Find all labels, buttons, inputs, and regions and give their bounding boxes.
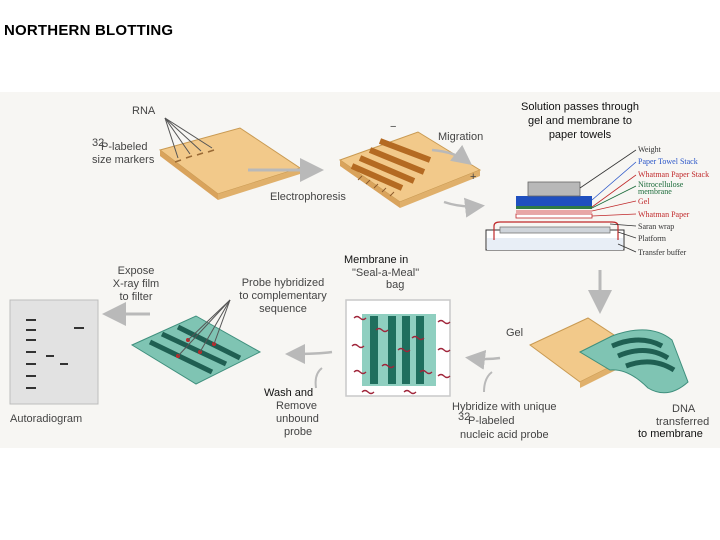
probe-pointer-lines (177, 299, 231, 357)
arrow-to-probed-membrane (285, 343, 333, 364)
probe-label-3: sequence (259, 303, 307, 315)
legend-whatman-stack: Whatman Paper Stack (638, 170, 709, 179)
arrow-to-transfer (443, 197, 485, 218)
legend-whatman-paper: Whatman Paper (638, 210, 690, 219)
rna-pointer-lines (164, 117, 213, 159)
migration-label: Migration (438, 131, 483, 143)
legend-leader-lines (579, 149, 637, 253)
hybridize-p32: 32 (458, 411, 470, 423)
solution-label-2: gel and membrane to (528, 115, 632, 127)
membrane-label-2: "Seal-a-Meal" (352, 267, 419, 279)
solution-label-1: Solution passes through (521, 101, 639, 113)
gel-with-wells (158, 127, 302, 200)
hybridize-label-2: P-labeled (468, 415, 514, 427)
gel-label: Gel (506, 327, 523, 339)
legend-nitrocellulose: Nitrocellulose (638, 180, 684, 189)
legend-gel: Gel (638, 197, 650, 206)
membrane-label-3: bag (386, 279, 404, 291)
gel-and-membrane (529, 317, 689, 394)
arrow-to-bag (465, 349, 501, 370)
dna-label-2: transferred (656, 416, 709, 428)
wash-label-4: probe (284, 426, 312, 438)
hybridize-curve (483, 371, 493, 393)
legend-paper-towel: Paper Towel Stack (638, 157, 698, 166)
plus-sign: + (470, 171, 476, 183)
expose-label-1: Expose (118, 265, 155, 277)
legend-platform: Platform (638, 234, 667, 243)
legend-transfer-buffer: Transfer buffer (638, 248, 687, 257)
legend-weight: Weight (638, 145, 662, 154)
probe-label-2: to complementary (239, 290, 327, 302)
autoradiogram-film (9, 299, 99, 405)
hybridize-label-3: nucleic acid probe (460, 429, 549, 441)
p32-superscript: 32 (92, 137, 104, 149)
legend-membrane: membrane (638, 187, 672, 196)
size-markers-label-2: size markers (92, 154, 155, 166)
dna-label-3: to membrane (638, 428, 703, 440)
legend-saran-wrap: Saran wrap (638, 222, 674, 231)
wash-label-3: unbound (276, 413, 319, 425)
hybridize-label-1: Hybridize with unique (452, 401, 557, 413)
seal-a-meal-bag (345, 299, 451, 397)
wash-curve (314, 367, 323, 389)
autoradiogram-label: Autoradiogram (10, 413, 82, 425)
electrophoresis-label: Electrophoresis (270, 191, 346, 203)
size-markers-label-1: P-labeled (101, 141, 147, 153)
transfer-legend: Weight Paper Towel Stack Whatman Paper S… (638, 145, 709, 257)
solution-label-3: paper towels (549, 129, 612, 141)
transfer-stack (485, 181, 625, 251)
migration-arrow (431, 144, 472, 166)
page-title: NORTHERN BLOTTING (4, 22, 174, 39)
probed-membrane (130, 315, 262, 385)
probe-label-1: Probe hybridized (242, 277, 325, 289)
membrane-label-1: Membrane in (344, 254, 408, 266)
minus-sign: − (390, 121, 396, 133)
wash-label-2: Remove (276, 400, 317, 412)
wash-label-1: Wash and (264, 387, 313, 399)
dna-label-1: DNA (672, 403, 696, 415)
expose-label-3: to filter (119, 291, 152, 303)
expose-label-2: X-ray film (113, 278, 159, 290)
electrophoresis-gel (338, 131, 482, 208)
rna-label: RNA (132, 105, 156, 117)
